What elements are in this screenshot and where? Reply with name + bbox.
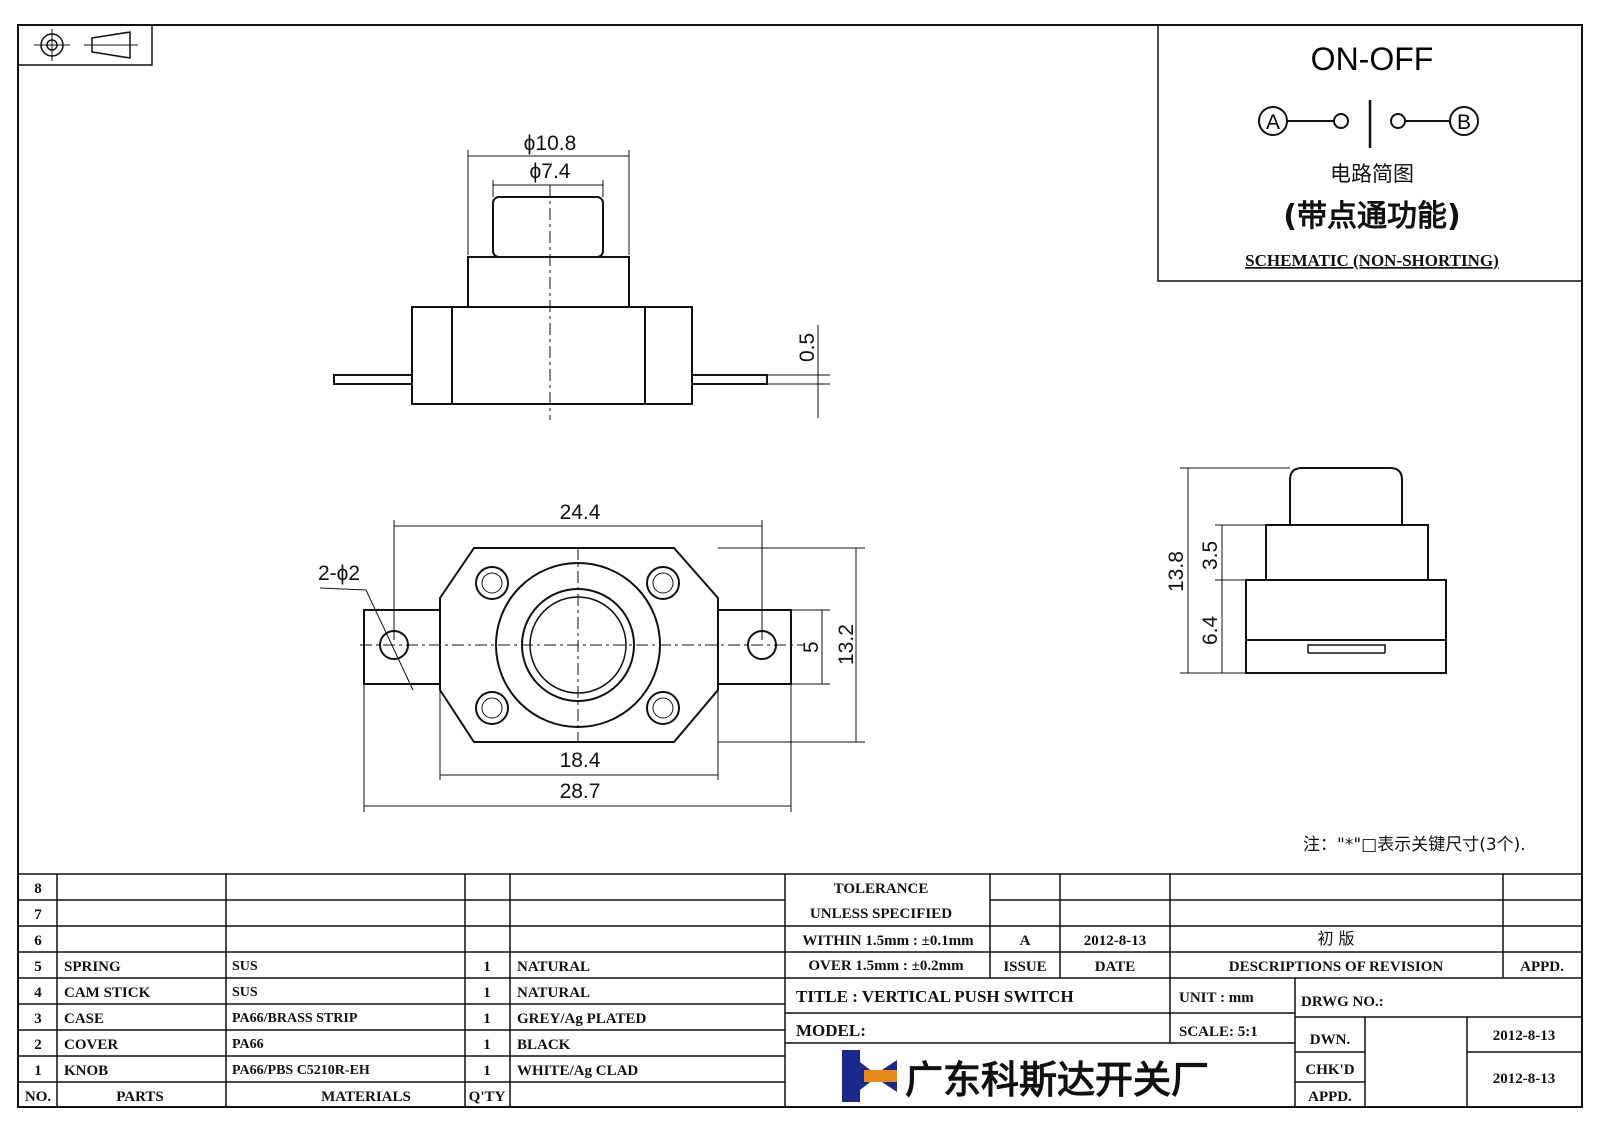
header-no: NO. [25, 1089, 52, 1105]
parts-row-material: PA66 [232, 1037, 264, 1052]
parts-row-no: 7 [34, 907, 42, 923]
scale-label: SCALE: 5:1 [1179, 1024, 1258, 1040]
tolerance-line: OVER 1.5mm : ±0.2mm [808, 958, 964, 974]
description-label: DESCRIPTIONS OF REVISION [1229, 959, 1444, 975]
revision-description: 初 版 [1317, 929, 1354, 948]
header-qty: Q'TY [469, 1089, 506, 1105]
dim-side-upper: 3.5 [1199, 541, 1222, 570]
parts-row-no: 4 [34, 985, 42, 1001]
company-name: 广东科斯达开关厂 [905, 1058, 1209, 1102]
parts-row-finish: WHITE/Ag CLAD [517, 1063, 638, 1079]
title-block-grid [18, 873, 1582, 1107]
parts-row-part: CAM STICK [64, 985, 151, 1001]
tolerance-block: TOLERANCE UNLESS SPECIFIED WITHIN 1.5mm … [802, 881, 974, 974]
sheet-frame [17, 24, 1583, 1108]
drawing-number-label: DRWG NO.: [1301, 994, 1384, 1010]
chkd-label: CHK'D [1305, 1062, 1354, 1078]
parts-row-material: PA66/BRASS STRIP [232, 1011, 358, 1026]
parts-row-no: 6 [34, 933, 42, 949]
dim-thickness: 0.5 [796, 333, 819, 362]
title-block: TITLE : VERTICAL PUSH SWITCH UNIT : mm D… [796, 987, 1555, 1105]
terminal-b-icon [1449, 106, 1479, 136]
parts-row-part: CASE [64, 1011, 104, 1027]
schematic-cn-note: (带点通功能) [1283, 199, 1460, 234]
parts-row-finish: NATURAL [517, 985, 590, 1001]
drawing-title: TITLE : VERTICAL PUSH SWITCH [796, 987, 1074, 1006]
chkd-date: 2012-8-13 [1493, 1071, 1556, 1087]
front-view [333, 185, 768, 420]
terminal-a-label: A [1266, 111, 1280, 134]
date-label: DATE [1095, 959, 1136, 975]
parts-row-qty: 1 [483, 959, 491, 975]
parts-row-part: COVER [64, 1037, 118, 1053]
dim-top-outer: ϕ10.8 [524, 132, 577, 155]
side-view-dims [1180, 467, 1290, 674]
parts-row-finish: BLACK [517, 1037, 571, 1053]
side-view [1245, 467, 1447, 674]
parts-row-material: PA66/PBS C5210R-EH [232, 1063, 370, 1078]
dim-width-28: 28.7 [560, 780, 601, 803]
parts-row-no: 1 [34, 1063, 42, 1079]
schematic-panel: ON-OFF A B 电路简图 (带点通功能) SCHEMATIC (NON-S… [1157, 24, 1583, 282]
key-dimension-note: 注："*"□表示关键尺寸(3个). [1303, 835, 1526, 855]
issue-label: ISSUE [1003, 959, 1046, 975]
schematic-cn-label: 电路简图 [1330, 162, 1414, 186]
parts-row-finish: NATURAL [517, 959, 590, 975]
parts-row-qty: 1 [483, 1063, 491, 1079]
schematic-title: ON-OFF [1311, 41, 1434, 77]
parts-row-no: 8 [34, 881, 42, 897]
parts-row-no: 3 [34, 1011, 42, 1027]
parts-row-material: SUS [232, 959, 258, 974]
parts-row-part: KNOB [64, 1063, 108, 1079]
model-label: MODEL: [796, 1021, 866, 1040]
revision-block: A 2012-8-13 初 版 ISSUE DATE DESCRIPTIONS … [1003, 929, 1564, 975]
schematic-en-label: SCHEMATIC (NON-SHORTING) [1245, 251, 1499, 270]
parts-row-qty: 1 [483, 1037, 491, 1053]
parts-row-qty: 1 [483, 985, 491, 1001]
tolerance-line: UNLESS SPECIFIED [810, 906, 952, 922]
dim-width-24: 24.4 [560, 501, 601, 524]
dim-side-total: 13.8 [1165, 551, 1188, 592]
parts-row-no: 5 [34, 959, 42, 975]
tolerance-line: TOLERANCE [834, 881, 929, 897]
header-materials: MATERIALS [321, 1089, 411, 1105]
dwn-date: 2012-8-13 [1493, 1028, 1556, 1044]
company-logo-icon [842, 1050, 897, 1102]
projection-symbol-icon [17, 24, 153, 66]
revision-issue: A [1020, 933, 1031, 949]
parts-row-no: 2 [34, 1037, 42, 1053]
parts-row-part: SPRING [64, 959, 121, 975]
header-parts: PARTS [116, 1089, 164, 1105]
dim-slot: 5 [800, 641, 823, 653]
front-view-dims [467, 150, 830, 418]
top-view-dims [319, 520, 865, 812]
appd-label: APPD. [1308, 1089, 1352, 1105]
dim-side-lower: 6.4 [1199, 615, 1222, 645]
top-view [360, 547, 805, 743]
parts-row-qty: 1 [483, 1011, 491, 1027]
dim-width-18: 18.4 [560, 749, 601, 772]
parts-table: 8 7 6 5 SPRING SUS 1 NATURAL 4 CAM STICK… [25, 881, 647, 1105]
dwn-label: DWN. [1310, 1032, 1351, 1048]
dim-holes: 2-ϕ2 [318, 562, 360, 585]
unit-label: UNIT : mm [1179, 990, 1254, 1006]
dim-top-inner: ϕ7.4 [530, 160, 571, 183]
dim-height-13: 13.2 [835, 624, 858, 665]
parts-row-material: SUS [232, 985, 258, 1000]
revision-date: 2012-8-13 [1084, 933, 1147, 949]
tolerance-line: WITHIN 1.5mm : ±0.1mm [802, 933, 974, 949]
terminal-b-label: B [1457, 111, 1471, 134]
parts-row-finish: GREY/Ag PLATED [517, 1011, 646, 1027]
revision-appd-label: APPD. [1520, 959, 1564, 975]
